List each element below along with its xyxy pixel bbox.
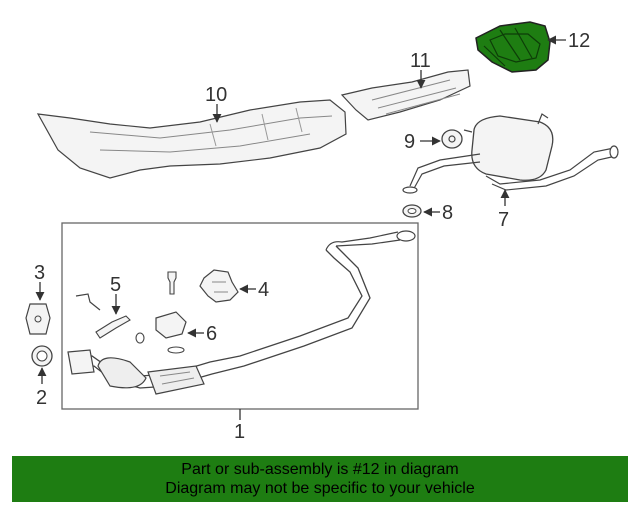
banner-line-1: Part or sub-assembly is #12 in diagram (181, 461, 459, 478)
part-1-exhaust-pipe-assembly (67, 230, 416, 395)
callout-2: 2 (36, 387, 47, 409)
part-6-oxygen-sensor (135, 311, 187, 354)
part-12-heat-insulator[interactable] (475, 21, 551, 73)
part-8-gasket (402, 204, 422, 218)
info-banner: Part or sub-assembly is #12 in diagram D… (12, 456, 628, 502)
callout-3: 3 (34, 262, 45, 284)
callout-9: 9 (404, 131, 415, 153)
callout-12: 12 (568, 30, 590, 52)
callout-4: 4 (258, 279, 269, 301)
bolt-icon (167, 271, 177, 295)
part-7-muffler (402, 113, 619, 194)
part-4-bracket (199, 269, 239, 303)
callout-10: 10 (205, 84, 227, 106)
callout-7: 7 (498, 209, 509, 231)
part-11-heat-shield (340, 69, 471, 121)
exhaust-parts-diagram: 12 11 10 9 7 8 (25, 21, 619, 443)
callout-1: 1 (234, 421, 245, 443)
part-3-support (25, 303, 51, 335)
callout-6: 6 (206, 323, 217, 345)
banner-line-2: Diagram may not be specific to your vehi… (165, 480, 475, 497)
part-2-gasket (31, 345, 53, 367)
part-9-hanger (441, 129, 463, 149)
callout-5: 5 (110, 274, 121, 296)
callout-11: 11 (410, 50, 431, 72)
part-5-bracket (75, 293, 131, 339)
part-10-heat-shield (36, 99, 347, 179)
callout-8: 8 (442, 202, 453, 224)
